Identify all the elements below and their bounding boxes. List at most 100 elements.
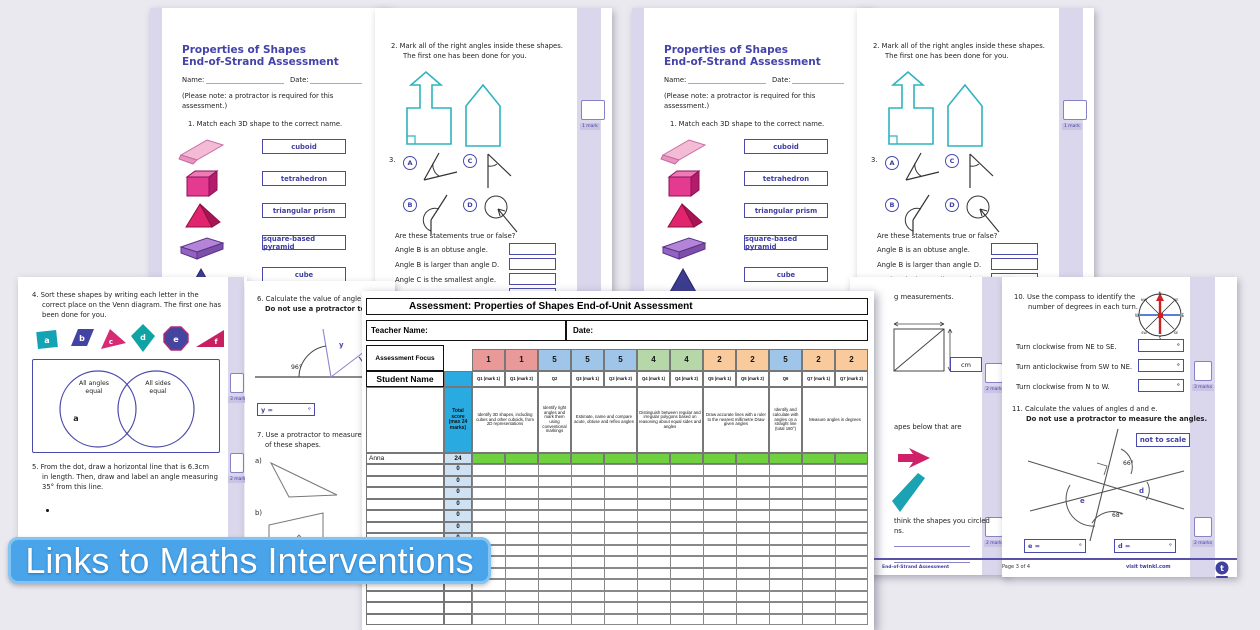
shape-name-box: square-based pyramid — [262, 235, 346, 251]
turn-statement: Turn clockwise from NE to SE. — [1016, 343, 1117, 351]
svg-text:NE: NE — [1174, 298, 1180, 302]
shape-c-triangle: c — [101, 329, 126, 349]
page-margin-strip — [150, 8, 162, 292]
e-equals: e = — [1028, 542, 1041, 550]
question-4: 4. Sort these shapes by writing each let… — [32, 291, 199, 299]
grid-cell — [769, 453, 802, 464]
mark-box — [1194, 361, 1212, 381]
grid-cell: 1 — [472, 349, 505, 371]
angle-d-answer-box: d =° — [1114, 539, 1176, 553]
name-line — [206, 76, 284, 84]
worksheet-pair: Properties of Shapes End-of-Strand Asses… — [150, 8, 612, 292]
worksheet-page-4: 3 marks 2 marks 10. Use the compass to i… — [1002, 277, 1237, 577]
grid-cell: 1 — [505, 349, 538, 371]
student-name-header: Student Name — [366, 371, 444, 387]
worksheet-page-1: Properties of Shapes End-of-Strand Asses… — [632, 8, 872, 292]
not-to-scale-badge: not to scale — [1136, 433, 1190, 447]
angle-diagram-c — [969, 153, 994, 188]
grid-cell: Identify right angles and mark them usin… — [538, 387, 571, 453]
grid-cell — [366, 590, 444, 602]
grid-cell: Distinguish between regular and irregula… — [637, 387, 703, 453]
angle-diagram-c — [487, 153, 512, 188]
statement: Angle B is an obtuse angle. — [877, 246, 970, 254]
grid-cell: Q6 — [769, 371, 802, 387]
question-4-cont: correct place on the Venn diagram. The f… — [42, 301, 222, 309]
svg-text:All sides: All sides — [145, 380, 171, 387]
date-label: Date: — [772, 76, 791, 84]
note-line: assessment.) — [182, 102, 228, 110]
answer-box — [509, 243, 556, 255]
grid-cell: Identify 3D shapes, including cubes and … — [472, 387, 538, 453]
answer-box — [991, 243, 1038, 255]
grid-cell: 0 — [444, 464, 472, 476]
grid-row — [472, 556, 868, 568]
svg-text:NW: NW — [1141, 298, 1148, 302]
svg-text:SE: SE — [1174, 331, 1179, 335]
grid-cell: 2 — [703, 349, 736, 371]
angle-label-a: A — [885, 156, 899, 170]
note-line: assessment.) — [664, 102, 710, 110]
svg-text:f: f — [214, 338, 218, 346]
cube-icon — [667, 170, 701, 197]
name-label: Name: — [664, 76, 687, 84]
grid-cell: Q2 — [538, 371, 571, 387]
angle-label-d: D — [945, 198, 959, 212]
shape-name-box: cuboid — [744, 139, 828, 154]
statement: Angle B is larger than angle D. — [395, 261, 500, 269]
shape-f-right-triangle: f — [196, 330, 224, 347]
marks-strip — [228, 277, 244, 563]
grid-cell: Identify and calculate with angles on a … — [769, 387, 802, 453]
grid-cell — [366, 475, 444, 487]
worksheet-page-1: Properties of Shapes End-of-Strand Asses… — [150, 8, 390, 292]
grid-cell: 5 — [538, 349, 571, 371]
assessment-spreadsheet: Assessment: Properties of Shapes End-of-… — [362, 291, 874, 630]
answer-box — [509, 273, 556, 285]
grid-cell: Measure angles in degrees — [802, 387, 868, 453]
cm-answer-box: cm — [950, 357, 982, 372]
angle-diagram-d — [966, 195, 1000, 233]
question-2-cont: The first one has been done for you. — [885, 52, 1009, 60]
grid-cell: 24 — [444, 453, 472, 464]
worksheet-pair: Properties of Shapes End-of-Strand Asses… — [632, 8, 1094, 292]
grid-cell: Q4 (mark 2) — [670, 371, 703, 387]
worksheet-page-2: 1 mark 2. Mark all of the right angles i… — [857, 8, 1094, 292]
shape-name-box: tetrahedron — [744, 171, 828, 186]
turn-statement: Turn clockwise from N to W. — [1016, 383, 1110, 391]
links-to-maths-interventions-banner[interactable]: Links to Maths Interventions — [8, 537, 491, 584]
shape-a-rectangle: a — [36, 329, 58, 349]
d-equals: d = — [1118, 542, 1131, 550]
note-line: (Please note: a protractor is required f… — [182, 92, 334, 100]
triangle-to-measure — [269, 461, 338, 498]
true-false-intro: Are these statements true or false? — [877, 232, 998, 240]
grid-cell: 4 — [637, 349, 670, 371]
teacher-name-cell: Teacher Name: — [366, 320, 566, 341]
grid-cell — [472, 453, 505, 464]
grid-cell: 0 — [444, 487, 472, 499]
mark-label: 1 mark — [1062, 123, 1082, 130]
grid-cell: 5 — [571, 349, 604, 371]
name-label: Name: — [182, 76, 205, 84]
svg-text:W: W — [1135, 313, 1139, 318]
worksheet-page-2: 1 mark 2. Mark all of the right angles i… — [375, 8, 612, 292]
grid-row — [472, 487, 868, 499]
name-line — [688, 76, 766, 84]
statement: Angle C is the smallest angle. — [395, 276, 496, 284]
degree-sign: ° — [307, 405, 311, 414]
mark-label: 2 marks — [984, 540, 1007, 547]
arrow-shape — [888, 70, 934, 145]
mark-label: 2 marks — [228, 476, 247, 483]
grid-row — [472, 464, 868, 476]
grid-row — [472, 613, 868, 625]
grid-row — [472, 567, 868, 579]
angle-diagram-b — [422, 194, 448, 234]
shape-name-box: tetrahedron — [262, 171, 346, 186]
answer-box — [509, 258, 556, 270]
arrow-shape — [406, 70, 452, 145]
angles-d-e-diagram: 66° 68° d e — [1027, 428, 1185, 542]
svg-text:66°: 66° — [1123, 460, 1134, 467]
grid-cell — [736, 453, 769, 464]
grid-row — [472, 602, 868, 614]
question-4-cont: been done for you. — [42, 311, 107, 319]
angle-label-c: C — [463, 154, 477, 168]
svg-text:E: E — [1182, 313, 1185, 318]
